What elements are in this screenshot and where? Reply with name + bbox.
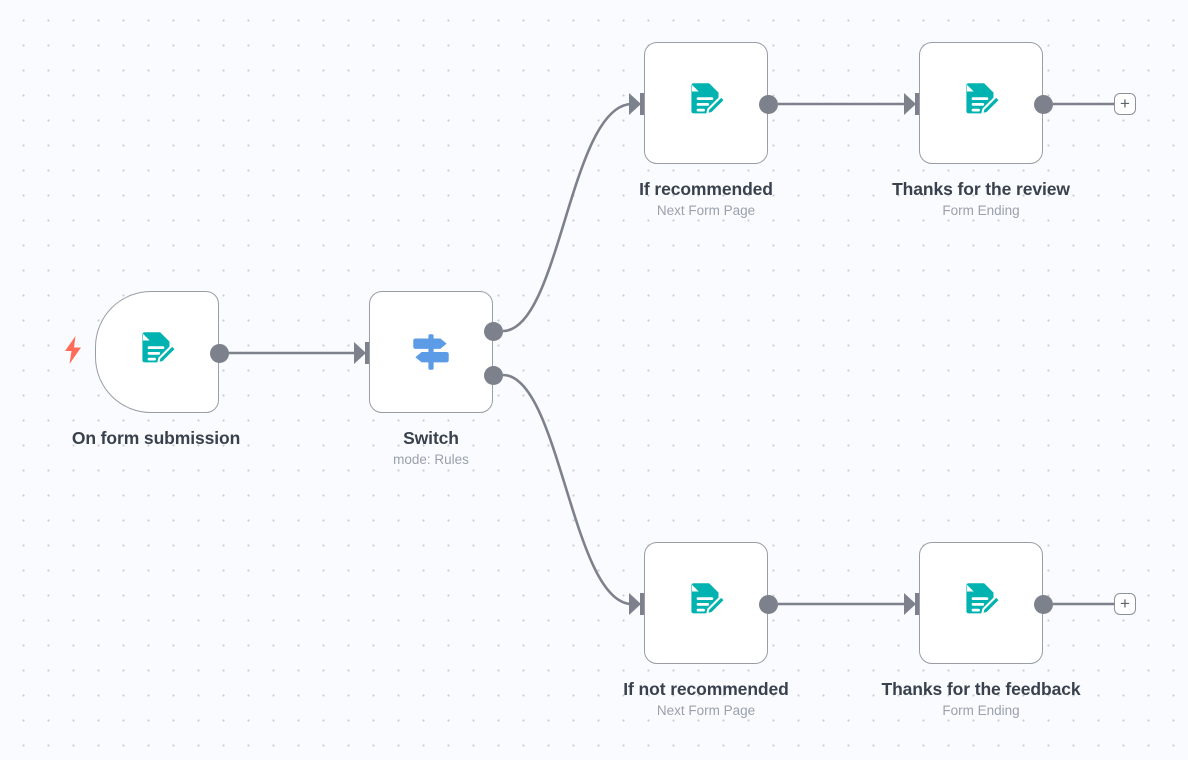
node-subtitle: Form Ending bbox=[942, 203, 1020, 218]
label-if-not-recommended: If not recommended Next Form Page bbox=[623, 678, 789, 721]
form-pencil-icon bbox=[132, 327, 182, 377]
add-node-button-top[interactable]: + bbox=[1114, 93, 1136, 115]
node-title: On form submission bbox=[71, 428, 241, 448]
form-pencil-icon bbox=[681, 78, 731, 128]
node-subtitle: mode: Rules bbox=[393, 452, 469, 467]
node-title: Thanks for the review bbox=[892, 179, 1070, 199]
node-title: Thanks for the feedback bbox=[881, 679, 1081, 699]
label-switch: Switch mode: Rules bbox=[393, 427, 469, 470]
node-thanks-for-the-feedback[interactable] bbox=[919, 542, 1043, 664]
node-title: If not recommended bbox=[623, 679, 789, 699]
node-if-recommended[interactable] bbox=[644, 42, 768, 164]
signpost-icon bbox=[406, 327, 456, 377]
form-pencil-icon bbox=[956, 578, 1006, 628]
output-dot-if-recommended[interactable] bbox=[759, 94, 778, 114]
output-dot-thanks-for-the-review[interactable] bbox=[1034, 94, 1053, 114]
output-dot-switch-0[interactable] bbox=[484, 321, 503, 341]
node-if-not-recommended[interactable] bbox=[644, 542, 768, 664]
label-thanks-for-the-feedback: Thanks for the feedback Form Ending bbox=[881, 678, 1080, 721]
label-if-recommended: If recommended Next Form Page bbox=[639, 178, 773, 221]
node-title: If recommended bbox=[639, 179, 773, 199]
node-subtitle: Next Form Page bbox=[656, 703, 756, 718]
node-subtitle: Next Form Page bbox=[656, 203, 756, 218]
trigger-bolt-icon bbox=[63, 336, 83, 364]
add-node-button-bottom[interactable]: + bbox=[1114, 593, 1136, 615]
node-switch[interactable] bbox=[369, 291, 493, 413]
form-pencil-icon bbox=[681, 578, 731, 628]
form-pencil-icon bbox=[956, 78, 1006, 128]
node-on-form-submission[interactable] bbox=[95, 291, 219, 413]
output-dot-if-not-recommended[interactable] bbox=[759, 594, 778, 614]
output-dot-on-form-submission[interactable] bbox=[210, 343, 229, 363]
node-subtitle: Form Ending bbox=[942, 703, 1020, 718]
label-thanks-for-the-review: Thanks for the review Form Ending bbox=[892, 178, 1070, 221]
node-title: Switch bbox=[403, 428, 459, 448]
edge-switch-to-if-not-recommended bbox=[502, 373, 633, 606]
output-dot-switch-1[interactable] bbox=[484, 365, 503, 385]
node-thanks-for-the-review[interactable] bbox=[919, 42, 1043, 164]
label-on-form-submission: On form submission bbox=[72, 427, 240, 449]
edge-switch-to-if-recommended bbox=[502, 102, 633, 333]
plus-icon: + bbox=[1120, 594, 1130, 613]
output-dot-thanks-for-the-feedback[interactable] bbox=[1034, 594, 1053, 614]
plus-icon: + bbox=[1120, 94, 1130, 113]
